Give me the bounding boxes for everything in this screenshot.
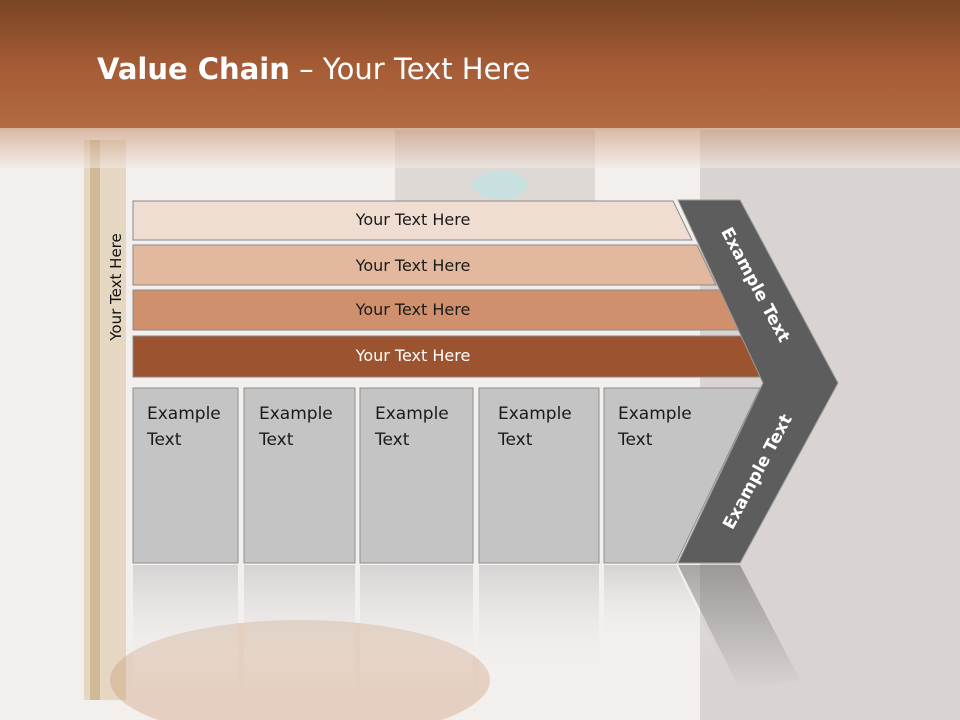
title-bold: Value Chain	[97, 52, 290, 86]
column-box-3	[359, 387, 474, 564]
chevron-shape	[677, 199, 839, 564]
column-box-1	[132, 387, 239, 564]
vertical-axis-label: Your Text Here	[107, 233, 125, 341]
row-label-3: Your Text Here	[355, 300, 471, 319]
title-rest: – Your Text Here	[289, 52, 531, 86]
column-box-5	[603, 387, 761, 564]
row-label-2: Your Text Here	[355, 256, 471, 275]
column-box-4	[478, 387, 600, 564]
slide-title: Value Chain – Your Text Here	[97, 52, 531, 86]
row-bar-1	[132, 200, 693, 241]
row-label-1: Your Text Here	[355, 210, 471, 229]
column-box-2	[243, 387, 356, 564]
row-bar-2	[132, 244, 717, 286]
row-label-4: Your Text Here	[355, 346, 471, 365]
